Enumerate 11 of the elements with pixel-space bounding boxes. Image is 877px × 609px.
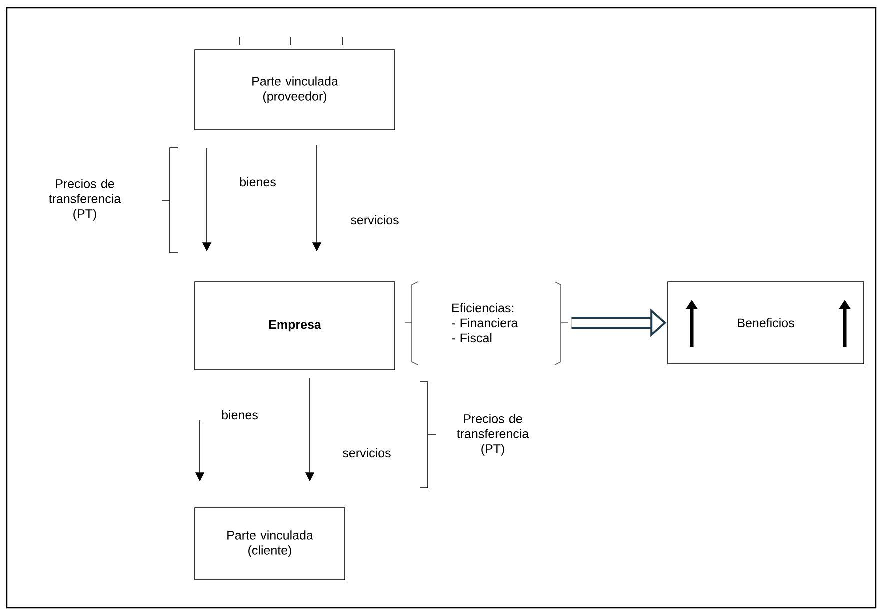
process-box: Parte vinculada (cliente) — [194, 508, 346, 580]
result-box: Beneficios — [668, 282, 864, 364]
edge-label: bienes — [240, 177, 276, 187]
bracket-label: Precios de transferencia (PT) — [49, 179, 122, 221]
edge-label: servicios — [343, 448, 391, 458]
process-box: Empresa — [194, 282, 396, 370]
bracket-text: Eficiencias: - Financiera - Fiscal — [452, 303, 518, 343]
bracket-label: Precios de transferencia (PT) — [457, 414, 530, 456]
edge-label: servicios — [351, 215, 399, 225]
edge-label: bienes — [222, 410, 258, 420]
process-box: Parte vinculada (proveedor) — [194, 50, 396, 130]
